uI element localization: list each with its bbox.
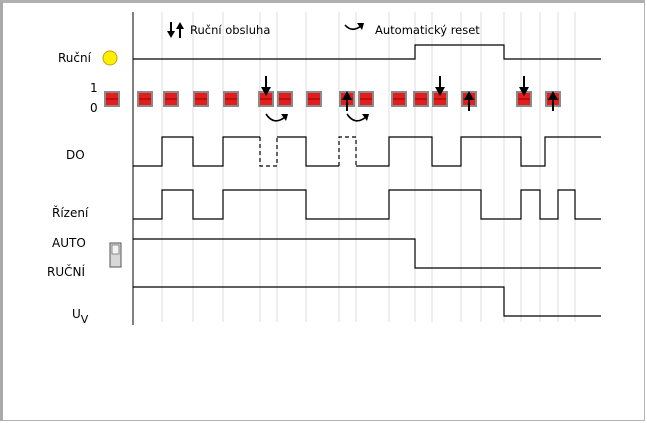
label-manual-lamp: Ruční — [58, 51, 92, 65]
legend: Ruční obsluha Automatický reset — [167, 22, 480, 38]
arrow-up-icon — [548, 91, 558, 111]
grid-lines — [161, 12, 576, 322]
auto-reset-icon — [344, 23, 364, 31]
signal-control — [133, 189, 601, 220]
switch-row — [104, 91, 561, 107]
auto-reset-arrows — [265, 113, 369, 122]
manual-arrows-icon — [167, 22, 184, 38]
legend-auto-reset: Automatický reset — [375, 23, 480, 37]
arrow-down-icon — [261, 76, 271, 96]
label-control: Řízení — [52, 205, 89, 220]
arrow-up-icon — [464, 91, 474, 111]
signal-uv — [133, 286, 601, 317]
auto-reset-icon — [346, 113, 369, 122]
switch-icon — [413, 91, 429, 107]
switch-icon — [163, 91, 179, 107]
switch-icon — [391, 91, 407, 107]
switch-icon — [277, 91, 293, 107]
label-uv-main: U — [72, 307, 81, 321]
switch-icon — [358, 91, 374, 107]
lamp-icon — [102, 50, 118, 66]
arrow-down-icon — [519, 76, 529, 96]
switch-icon — [193, 91, 209, 107]
switch-arrows — [261, 76, 558, 111]
label-mode-auto: AUTO — [52, 236, 86, 250]
signal-do — [133, 136, 601, 167]
legend-manual: Ruční obsluha — [190, 23, 270, 37]
label-switch-on: 1 — [90, 81, 98, 95]
arrow-down-icon — [435, 76, 445, 96]
switch-icon — [104, 91, 120, 107]
label-do: DO — [66, 148, 85, 162]
signal-manual-lamp — [133, 44, 601, 60]
auto-reset-icon — [265, 113, 288, 122]
signal-mode — [133, 238, 601, 269]
label-mode-manual: RUČNÍ — [47, 264, 85, 279]
label-switch-off: 0 — [90, 101, 98, 115]
switch-icon — [516, 91, 532, 107]
arrow-up-icon — [342, 91, 352, 111]
label-uv: UV — [72, 307, 89, 326]
switch-icon — [258, 91, 274, 107]
label-uv-sub: V — [81, 313, 89, 326]
switch-icon — [432, 91, 448, 107]
switch-icon — [137, 91, 153, 107]
switch-icon — [306, 91, 322, 107]
switch-icon — [223, 91, 239, 107]
mode-toggle-icon — [109, 242, 122, 268]
